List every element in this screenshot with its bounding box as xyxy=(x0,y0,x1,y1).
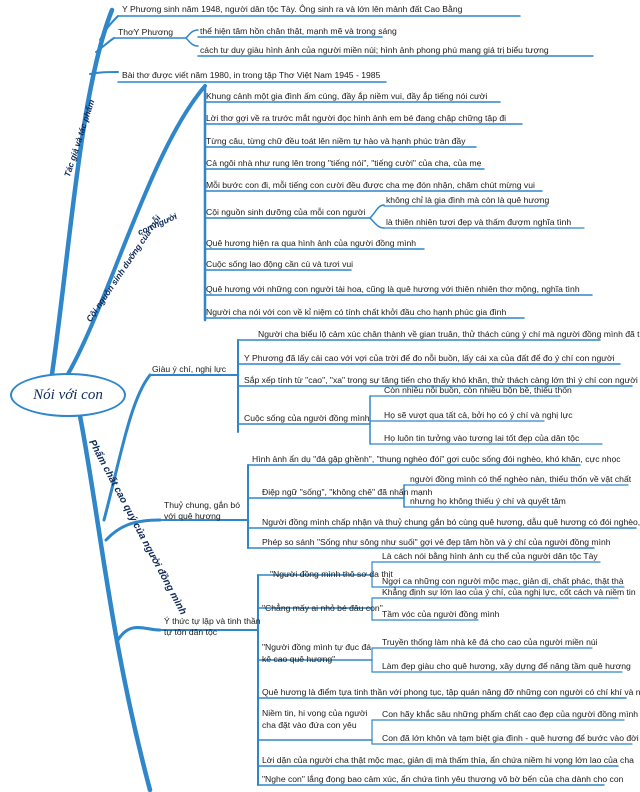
node-comparison: Phép so sánh "Sống như sông như suối" gợ… xyxy=(262,537,611,547)
node-engrave-qualities: Con hãy khắc sâu những phẩm chất cao đẹp… xyxy=(382,709,639,719)
node-origin-of-person: Cội nguồn sinh dưỡng của mỗi con người xyxy=(206,207,366,217)
node-beautify-hometown: Làm đẹp giàu cho quê hương, xây dựng để … xyxy=(382,661,631,671)
node-accept-hometown: Người đồng mình chấp nhận và thuỷ chung … xyxy=(262,517,640,527)
node-father-memories: Người cha nói với con về kỉ niệm có tính… xyxy=(206,307,507,317)
node-origin-hometown: không chỉ là gia đình mà còn là quê hươn… xyxy=(386,195,550,205)
node-carve-stone-part2: kê cao quê hương" xyxy=(262,654,336,664)
sub-self-reliance-part1: Ý thức tự lập và tinh thần xyxy=(164,616,261,626)
sub-loyalty-part2: với quê hương xyxy=(164,511,221,521)
node-labor-life: Cuộc sống lao động cần cù và tươi vui xyxy=(206,259,354,269)
node-spiritual-support: Quê hương là điểm tựa tinh thần với phon… xyxy=(262,687,640,697)
node-hometown-people: Quê hương hiện ra qua hình ảnh của người… xyxy=(206,238,417,248)
node-father-hope-part1: Niềm tin, hi vọng của người xyxy=(262,708,368,718)
node-people-life: Cuộc sống của người đồng mình xyxy=(244,413,370,423)
node-not-lack-will: nhưng họ không thiếu ý chí và quyết tâm xyxy=(410,496,566,506)
node-listen-son: "Nghe con" lắng đọng bao cảm xúc, ẩn chứ… xyxy=(262,774,624,784)
node-child-walking: Lời thơ gợi về ra trước mắt người đọc hì… xyxy=(206,113,507,123)
node-nobody-small: "Chẳng mấy ai nhỏ bé đâu con" xyxy=(262,603,383,613)
node-author-birth: Y Phương sinh năm 1948, người dân tộc Tà… xyxy=(122,4,463,14)
node-pride-happiness: Từng câu, từng chữ đều toát lên niềm tự … xyxy=(206,136,466,146)
node-father-advice: Lời dặn của người cha thật mộc mạc, giản… xyxy=(262,755,634,765)
node-may-be-poor: người đồng mình có thể nghèo nàn, thiếu … xyxy=(410,474,632,484)
node-poem-written: Bài thơ được viết năm 1980, in trong tập… xyxy=(122,70,381,80)
node-poetry-thinking: cách tư duy giàu hình ảnh của người miền… xyxy=(200,45,549,55)
node-poetry-style: ThơY Phương xyxy=(118,27,174,37)
node-praise-simple: Ngợi ca những con người mộc mạc, giản dị… xyxy=(382,576,624,586)
sub-loyalty-part1: Thuỷ chung, gắn bó xyxy=(164,500,240,510)
node-measure-sorrow: Y Phương đã lấy cái cao với vợi của trời… xyxy=(244,353,615,363)
node-origin-nature: là thiên nhiên tươi đẹp và thấm đượm ngh… xyxy=(386,217,572,227)
node-poetry-soul: thể hiện tâm hồn chân thật, mạnh mẽ và t… xyxy=(200,26,397,36)
node-believe-future: Họ luôn tin tưởng vào tương lai tốt đẹp … xyxy=(384,433,580,443)
node-tay-imagery: Là cách nói bằng hình ảnh cụ thể của ngư… xyxy=(382,551,598,561)
node-adjective-order: Sắp xếp tính từ "cao", "xa" trong sự tăn… xyxy=(244,375,640,385)
central-topic: Nói với con xyxy=(10,373,126,417)
node-father-feelings: Người cha biểu lộ cảm xúc chân thành về … xyxy=(258,329,640,339)
node-parents-care: Mỗi bước con đi, mỗi tiếng con cười đều … xyxy=(206,180,535,190)
node-stature: Tầm vóc của người đồng mình xyxy=(382,609,500,619)
node-many-sorrows: Còn nhiều nỗi buồn, còn nhiều bộn bề, th… xyxy=(384,385,572,395)
sub-self-reliance-part2: tự tôn dân tộc xyxy=(164,627,218,637)
central-topic-label: Nói với con xyxy=(33,386,103,403)
node-overcome-all: Họ sẽ vượt qua tất cả, bởi họ có ý chí v… xyxy=(384,410,573,420)
node-talented-people: Quê hương với những con người tài hoa, c… xyxy=(206,284,580,294)
node-stone-tradition: Truyền thống làm nhà kê đá cho cao của n… xyxy=(382,637,598,647)
node-metaphor-rocks: Hình ảnh ẩn dụ "đá gập ghềnh", "thung ng… xyxy=(252,454,621,464)
node-carve-stone-part1: "Người đồng mình tự đục đá xyxy=(262,642,372,652)
node-father-hope-part2: cha đặt vào đứa con yêu xyxy=(262,720,357,730)
sub-will-power: Giàu ý chí, nghị lực xyxy=(152,364,227,374)
node-grown-up: Con đã lớn khôn và tạm biệt gia đình - q… xyxy=(382,733,640,743)
node-family-scene: Khung cảnh một gia đình ấm cúng, đầy ắp … xyxy=(206,91,488,101)
node-rough-skin: "Người đồng mình thô sơ da thịt xyxy=(270,569,393,579)
node-house-voices: Cả ngôi nhà như rung lên trong "tiếng nó… xyxy=(206,158,482,168)
node-repetition: Điệp ngữ "sống", "không chê" đã nhấn mạn… xyxy=(262,487,433,497)
node-affirm-will: Khẳng định sự lớn lao của ý chí, của ngh… xyxy=(382,587,636,597)
